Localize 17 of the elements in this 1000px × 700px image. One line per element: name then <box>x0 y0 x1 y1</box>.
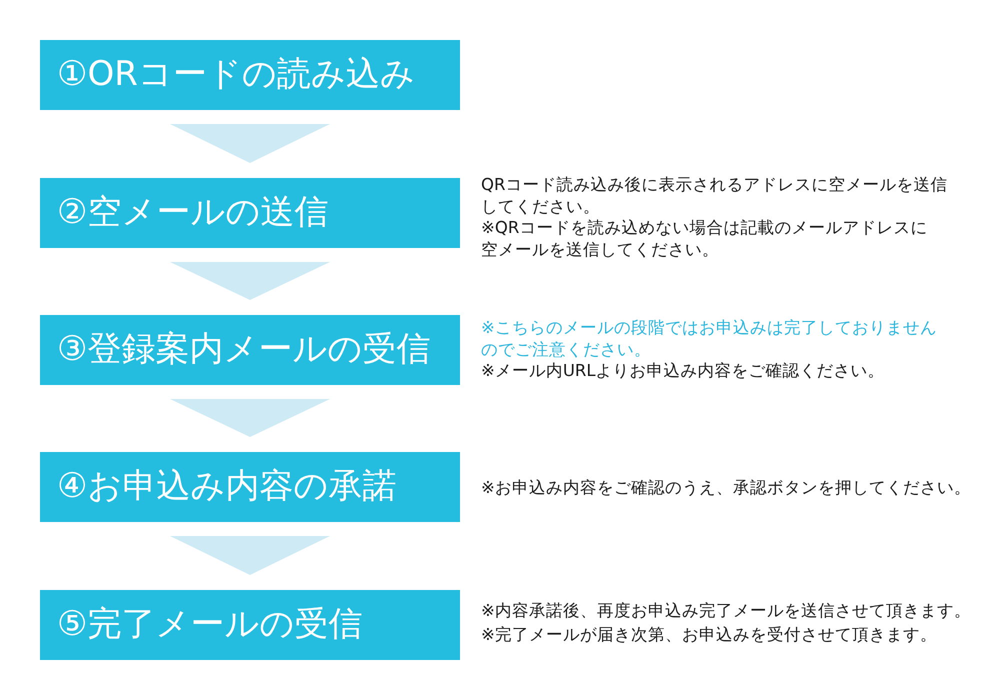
step-note: ※QRコードを読み込めない場合は記載のメールアドレスに空メールを送信してください。 <box>481 217 928 260</box>
arrow <box>170 536 330 575</box>
step-note: ※メール内URLよりお申込み内容をご確認ください。 <box>481 360 885 382</box>
step-note: ※完了メールが届き次第、お申込みを受付させて頂きます。 <box>481 624 937 646</box>
step-band <box>40 40 460 110</box>
arrow <box>170 399 330 437</box>
step-title: ④お申込み内容の承諾 <box>57 467 396 507</box>
arrow <box>170 262 330 300</box>
step-note: ※こちらのメールの段階ではお申込みは完了しておりませんのでご注意ください。 <box>481 317 938 360</box>
arrow <box>170 124 330 163</box>
step-note: QRコード読み込み後に表示されるアドレスに空メールを送信してください。 <box>481 174 948 217</box>
step-note: ※お申込み内容をご確認のうえ、承認ボタンを押してください。 <box>481 477 971 498</box>
step-title: ⑤完了メールの受信 <box>57 605 362 645</box>
step-title: ①ORコードの読み込み <box>57 55 415 95</box>
step-title: ②空メールの送信 <box>57 193 328 233</box>
step-title: ③登録案内メールの受信 <box>57 330 430 370</box>
step-note: ※内容承諾後、再度お申込み完了メールを送信させて頂きます。 <box>481 600 971 622</box>
